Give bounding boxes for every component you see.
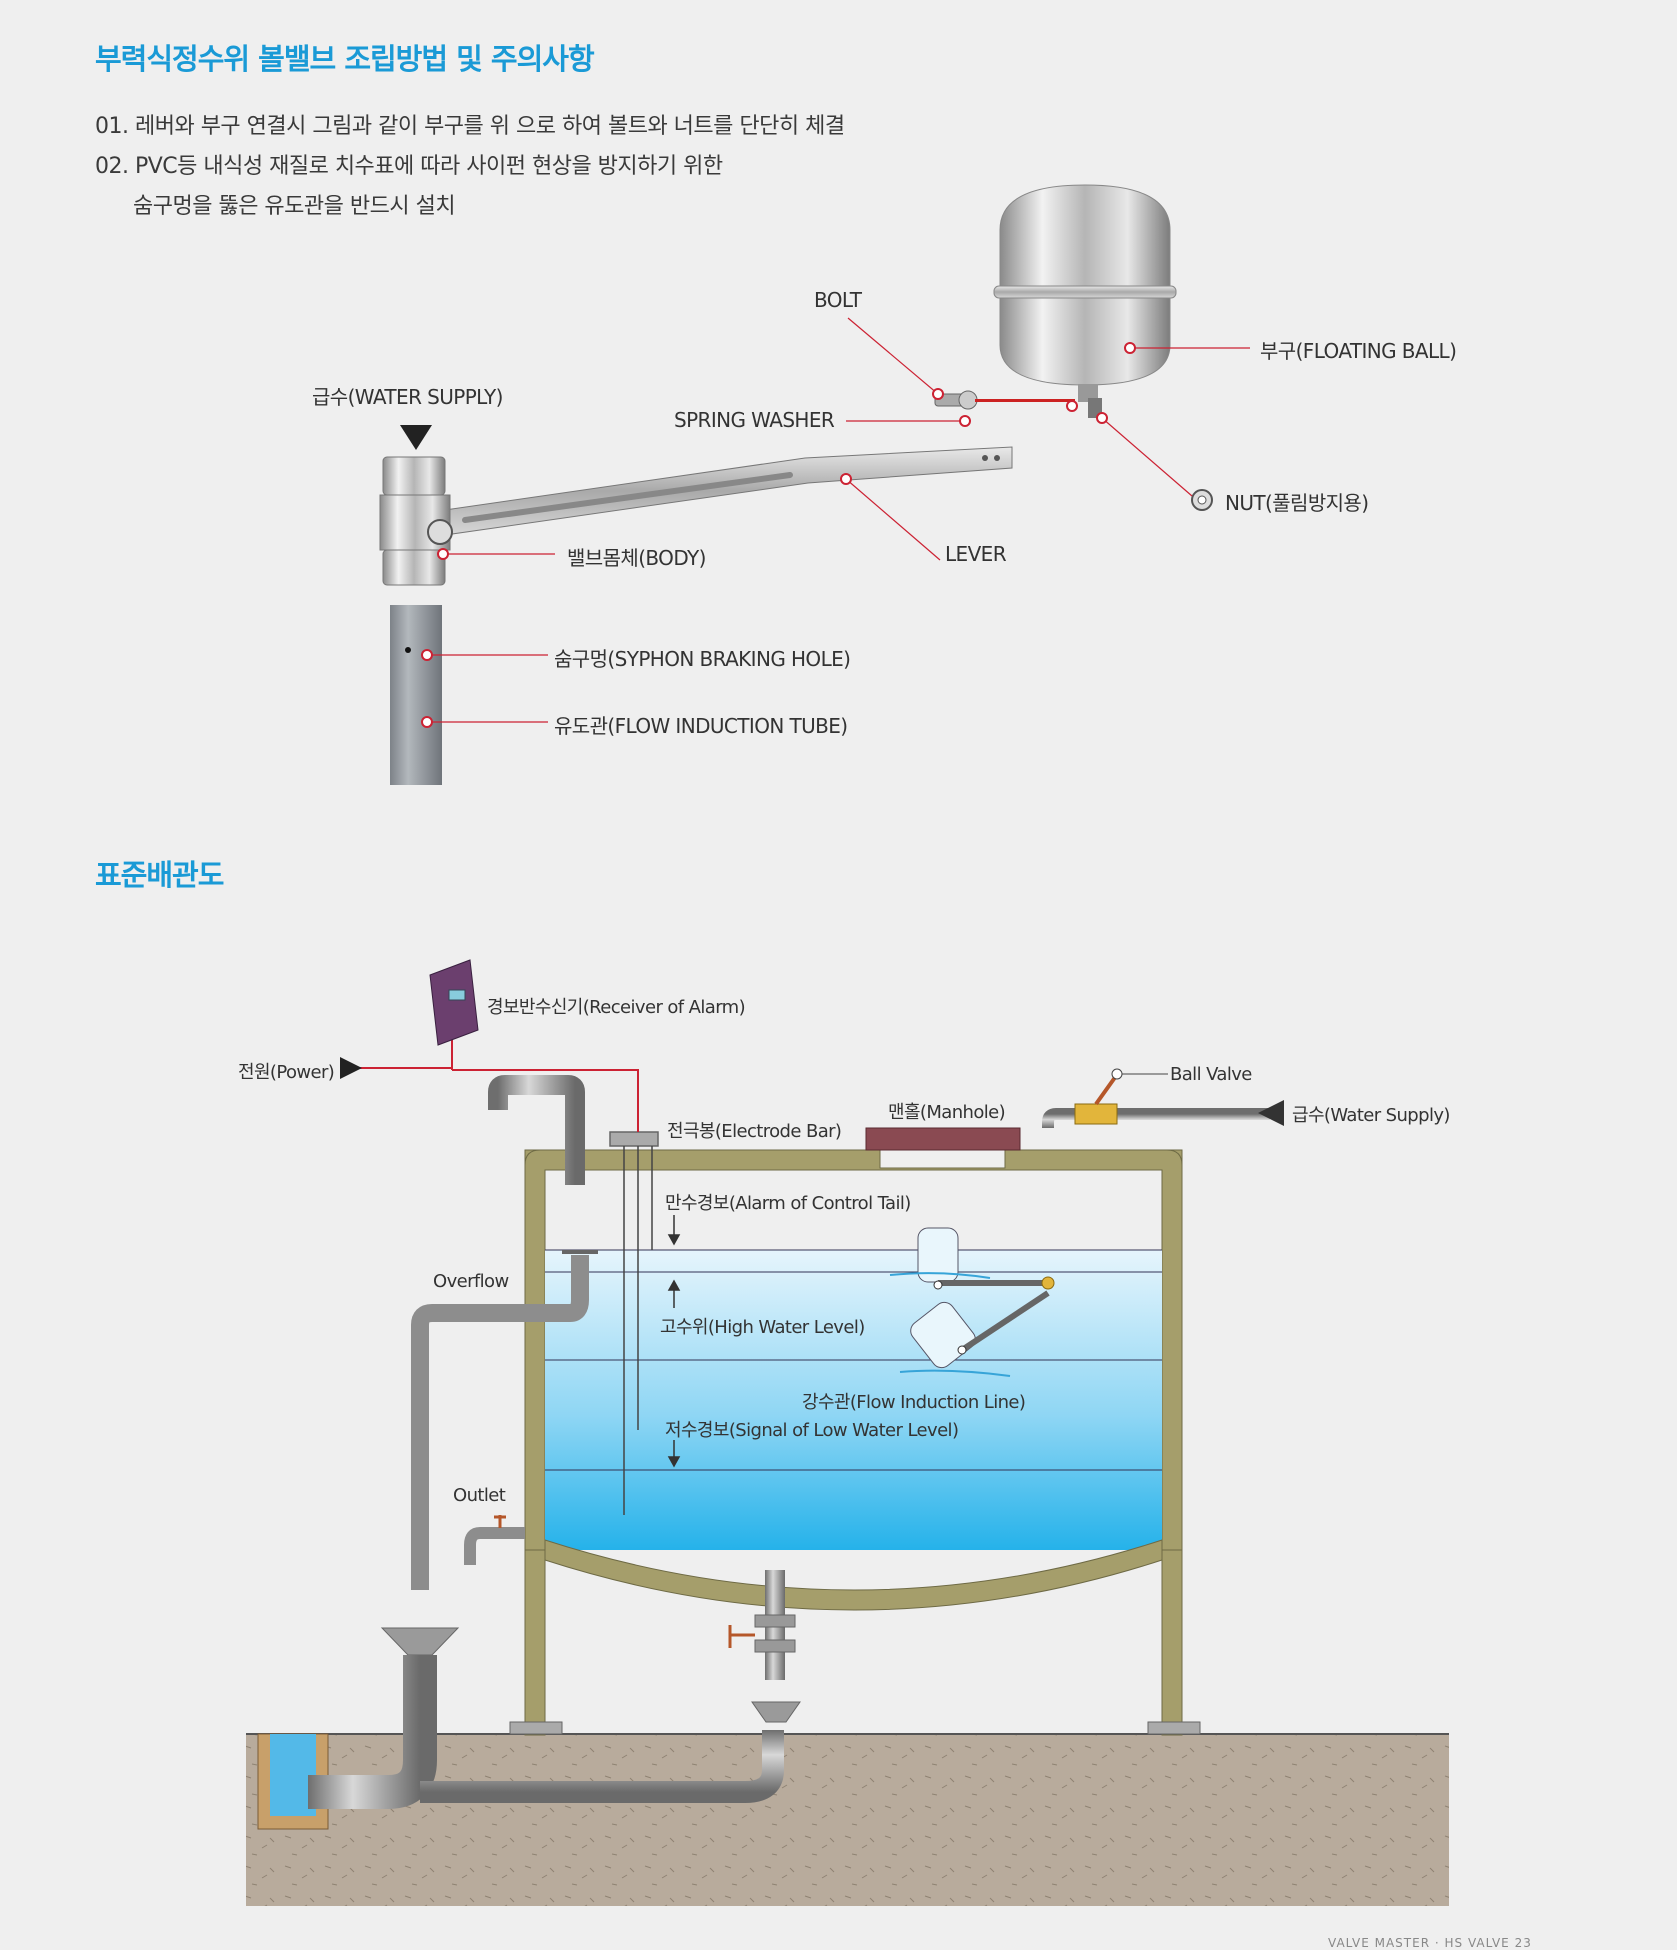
valve-assembly-diagram <box>379 184 1250 785</box>
label-syphon-hole: 숨구멍(SYPHON BRAKING HOLE) <box>554 647 851 671</box>
overflow-pipe <box>411 1304 520 1590</box>
label-receiver: 경보반수신기(Receiver of Alarm) <box>487 997 746 1018</box>
page-footer: VALVE MASTER · HS VALVE 23 <box>1328 1936 1532 1950</box>
label-spring-washer: SPRING WASHER <box>674 408 835 432</box>
label-ball-valve: Ball Valve <box>1170 1064 1252 1085</box>
flow-induction-tube-image <box>390 605 442 785</box>
float-ball-lower <box>910 1290 1050 1369</box>
label-alarm-tail: 만수경보(Alarm of Control Tail) <box>665 1193 911 1214</box>
label-floating-ball: 부구(FLOATING BALL) <box>1260 339 1457 363</box>
label-nut: NUT(풀림방지용) <box>1225 491 1369 515</box>
label-low-level: 저수경보(Signal of Low Water Level) <box>665 1420 959 1441</box>
level-arrows <box>667 1215 681 1468</box>
label-bolt: BOLT <box>814 288 862 312</box>
label-water-supply-2: 급수(Water Supply) <box>1292 1105 1450 1126</box>
section-title-assembly: 부력식정수위 볼밸브 조립방법 및 주의사항 <box>95 42 595 76</box>
label-electrode: 전극봉(Electrode Bar) <box>667 1121 842 1142</box>
lever-image <box>444 446 1013 536</box>
label-flow-tube: 유도관(FLOW INDUCTION TUBE) <box>554 714 848 738</box>
assembly-note-2: 02. PVC등 내식성 재질로 치수표에 따라 사이펀 현상을 방지하기 위한 <box>95 154 723 179</box>
label-high-level: 고수위(High Water Level) <box>660 1317 865 1338</box>
outlet-tap <box>464 1515 525 1565</box>
floating-ball-image <box>993 184 1177 418</box>
label-lever: LEVER <box>945 542 1007 566</box>
electrode-bars <box>609 1131 659 1515</box>
water-body <box>545 1250 1162 1550</box>
alarm-receiver-image <box>429 959 479 1046</box>
power-arrow-icon <box>340 1057 362 1079</box>
leader-lines <box>427 317 1250 723</box>
label-flow-line: 강수관(Flow Induction Line) <box>802 1392 1026 1413</box>
assembly-note-1: 01. 레버와 부구 연결시 그림과 같이 부구를 위 으로 하여 볼트와 너트… <box>95 114 845 139</box>
nut-image <box>1191 489 1213 511</box>
label-outlet: Outlet <box>453 1485 506 1506</box>
water-tank <box>524 1149 1183 1551</box>
label-overflow: Overflow <box>433 1271 509 1292</box>
manhole <box>865 1127 1021 1151</box>
float-ball-upper <box>917 1227 1055 1290</box>
label-manhole: 맨홀(Manhole) <box>888 1102 1006 1123</box>
assembly-note-2-cont: 숨구멍을 뚫은 유도관을 반드시 설치 <box>133 194 456 219</box>
label-power: 전원(Power) <box>238 1062 335 1083</box>
section-title-piping: 표준배관도 <box>95 858 224 892</box>
leader-dots <box>421 342 1136 728</box>
label-water-supply: 급수(WATER SUPPLY) <box>312 385 503 409</box>
label-body: 밸브몸체(BODY) <box>567 546 706 570</box>
valve-body-image <box>379 456 453 586</box>
underground-piping <box>308 1627 801 1809</box>
ground <box>246 1734 1449 1906</box>
bolt-image <box>934 390 1075 410</box>
water-supply-arrow-icon <box>400 425 432 450</box>
bottom-drain <box>728 1570 796 1680</box>
